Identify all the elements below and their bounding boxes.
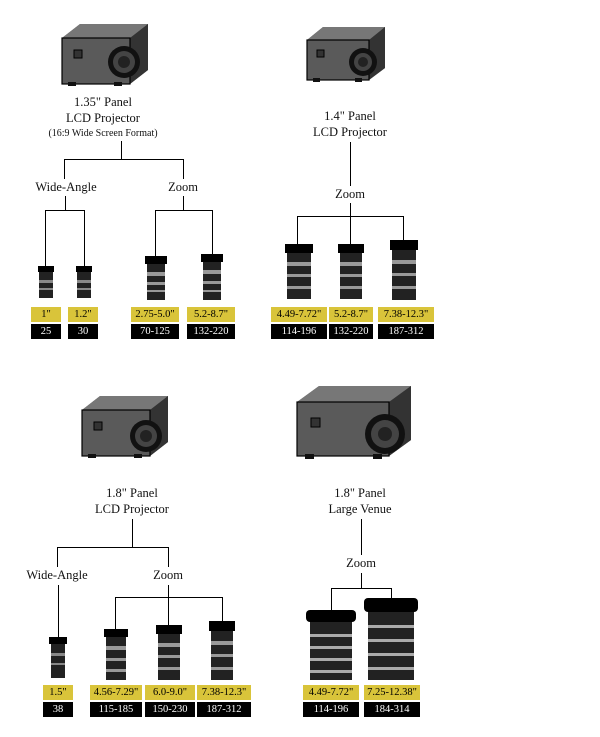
lens-spec: 1" 25 — [31, 307, 61, 339]
projector-icon — [306, 27, 385, 82]
branch-label-zoom: Zoom — [153, 568, 183, 582]
panel-title: 1.4" Panel LCD Projector — [313, 109, 387, 139]
lens-spec: 7.25-12.38" 184-314 — [364, 685, 420, 717]
projector-icon — [296, 386, 411, 459]
lens-icon — [38, 266, 54, 298]
lens-icon — [390, 240, 418, 300]
lens-icon — [364, 598, 418, 680]
lens-icon — [209, 621, 235, 680]
lens-icon — [145, 256, 167, 300]
panel-title: 1.8" Panel LCD Projector — [95, 486, 169, 516]
lens-spec: 4.49-7.72" 114-196 — [271, 307, 327, 339]
lens-icon — [285, 244, 313, 299]
branch-label-zoom: Zoom — [335, 187, 365, 201]
lens-spec: 5.2-8.7" 132-220 — [187, 307, 235, 339]
lens-spec: 1.5" 38 — [43, 685, 73, 717]
panel-title: 1.35" Panel LCD Projector (16:9 Wide Scr… — [48, 95, 158, 139]
lens-spec: 7.38-12.3" 187-312 — [197, 685, 251, 717]
lens-icon — [338, 244, 364, 299]
lens-spec: 1.2" 30 — [68, 307, 98, 339]
lens-icon — [76, 266, 92, 298]
lens-icon — [156, 625, 182, 680]
branch-label-zoom: Zoom — [168, 180, 198, 194]
projector-icon — [61, 24, 148, 86]
lens-spec: 4.56-7.29" 115-185 — [90, 685, 142, 717]
lens-icon — [306, 610, 356, 680]
lens-spec: 2.75-5.0" 70-125 — [131, 307, 179, 339]
lens-spec: 4.49-7.72" 114-196 — [303, 685, 359, 717]
projector-icon — [81, 396, 168, 458]
branch-label-wide-angle: Wide-Angle — [35, 180, 97, 194]
branch-label-zoom: Zoom — [346, 556, 376, 570]
panel-title: 1.8" Panel Large Venue — [328, 486, 392, 516]
lens-spec: 5.2-8.7" 132-220 — [329, 307, 373, 339]
lens-spec: 6.0-9.0" 150-230 — [145, 685, 195, 717]
branch-label-wide-angle: Wide-Angle — [26, 568, 88, 582]
lens-spec: 7.38-12.3" 187-312 — [378, 307, 434, 339]
lens-icon — [104, 629, 128, 680]
lens-icon — [49, 637, 67, 678]
lens-icon — [201, 254, 223, 300]
